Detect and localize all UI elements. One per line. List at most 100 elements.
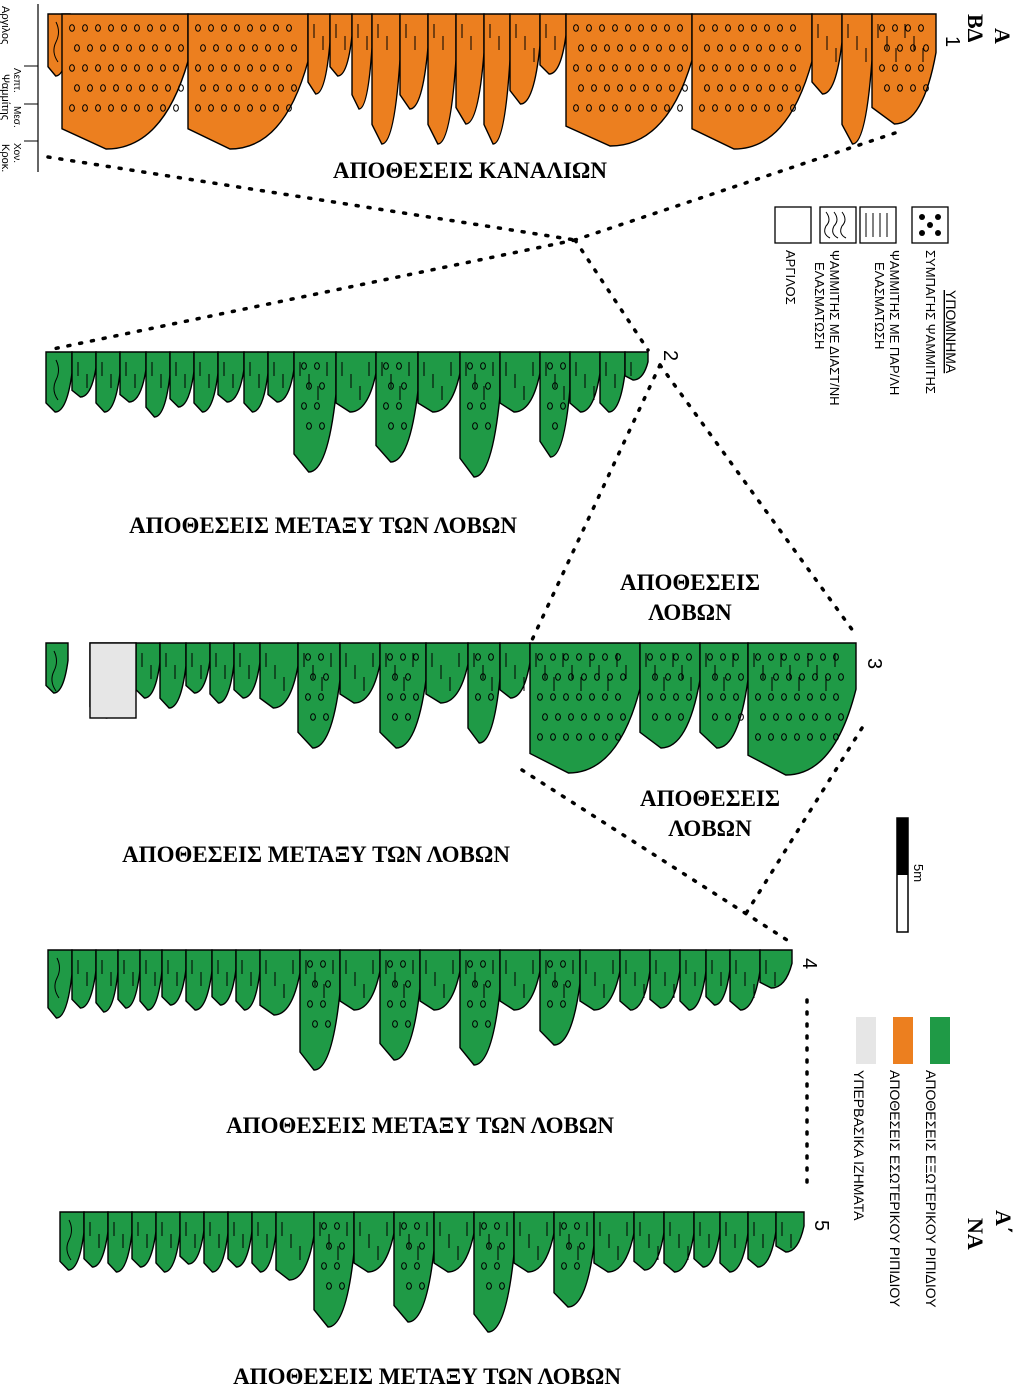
log-2-bed-4 bbox=[119, 351, 147, 403]
log-3-bed-8 bbox=[259, 642, 299, 709]
log-1-bed-8 bbox=[399, 13, 429, 110]
section-start-letter: Α bbox=[990, 28, 1015, 44]
log-5-bed-7 bbox=[203, 1211, 229, 1273]
log-4-bed-10 bbox=[259, 949, 301, 1016]
log-5-bed-4 bbox=[131, 1211, 157, 1268]
log-4-bed-12 bbox=[339, 949, 381, 1011]
log-1 bbox=[47, 13, 937, 150]
log-2-bed-13 bbox=[375, 351, 419, 463]
log-2-bed-6 bbox=[169, 351, 195, 408]
facies-labels: ΑΠΟΘΕΣΕΙΣ ΚΑΝΑΛΙΩΝ ΑΠΟΘΕΣΕΙΣ ΜΕΤΑΞΥ ΤΩΝ … bbox=[122, 158, 780, 1389]
logs-layer bbox=[45, 13, 937, 1333]
grain-label-clay: Αργιλος bbox=[0, 6, 11, 44]
log-1-bed-14 bbox=[565, 13, 693, 147]
log-2-bed-18 bbox=[569, 351, 601, 413]
log-2-bed-11 bbox=[293, 351, 337, 473]
grain-label-conglomerate: Κροκ. bbox=[0, 144, 11, 172]
log-5-bed-8 bbox=[227, 1211, 253, 1268]
log-2-bed-19 bbox=[599, 351, 626, 413]
log-3-bed-10 bbox=[339, 642, 381, 704]
color-swatch-outer-fan bbox=[930, 1017, 950, 1064]
log-1-bed-2 bbox=[61, 13, 189, 150]
log-4-bed-6 bbox=[161, 949, 187, 1006]
log-3 bbox=[45, 642, 857, 776]
section-end-direction: ΝΑ bbox=[963, 1218, 988, 1250]
log-4-bed-16 bbox=[499, 949, 541, 1011]
grain-label-sandstone: Ψαμμίτης bbox=[0, 74, 11, 120]
log-5-bed-14 bbox=[433, 1211, 475, 1273]
log-1-bed-11 bbox=[483, 13, 511, 145]
log-5-bed-20 bbox=[663, 1211, 695, 1273]
scale-bar-label: 5m bbox=[911, 864, 926, 882]
log-5-bed-9 bbox=[251, 1211, 277, 1273]
log-4 bbox=[47, 949, 793, 1071]
log-5 bbox=[59, 1211, 805, 1333]
log-3-bed-4 bbox=[159, 642, 187, 709]
log-2-bed-15 bbox=[459, 351, 501, 478]
log-3-bed-5 bbox=[185, 642, 211, 694]
log-2-bed-12 bbox=[335, 351, 377, 413]
log-3-lobe-label-lower-1: ΑΠΟΘΕΣΕΙΣ bbox=[640, 786, 780, 811]
color-swatch-basin bbox=[856, 1017, 876, 1064]
legend-title: ΥΠΟΜΝΗΜΑ bbox=[943, 290, 959, 374]
log-4-bed-1 bbox=[47, 949, 73, 1019]
color-swatch-inner-fan bbox=[893, 1017, 913, 1064]
log-number-3: 3 bbox=[863, 658, 885, 669]
log-1-label: ΑΠΟΘΕΣΕΙΣ ΚΑΝΑΛΙΩΝ bbox=[333, 158, 607, 183]
log-1-bed-4 bbox=[307, 13, 331, 95]
legend-item-parallel-1: ΨΑΜΜΙΤΗΣ ΜΕ ΠΑΡ/ΛΗ bbox=[887, 250, 902, 395]
legend-item-wavy-1: ΨΑΜΜΙΤΗΣ ΜΕ ΔΙΑΣΤ/ΝΗ bbox=[827, 250, 842, 406]
log-3-bed-9 bbox=[297, 642, 341, 749]
log-4-bed-17 bbox=[539, 949, 581, 1046]
log-number-4: 4 bbox=[798, 958, 820, 969]
log-2-bed-9 bbox=[243, 351, 269, 413]
header: Α ΒΔ Α΄ ΝΑ bbox=[963, 14, 1016, 1250]
log-4-bed-23 bbox=[729, 949, 761, 1011]
legend-item-clay: ΑΡΓΙΛΟΣ bbox=[783, 250, 798, 305]
log-4-bed-19 bbox=[619, 949, 651, 1011]
log-1-bed-12 bbox=[509, 13, 541, 105]
log-5-bed-17 bbox=[553, 1211, 595, 1308]
log-3-bed-15 bbox=[529, 642, 641, 774]
log-2-bed-1 bbox=[45, 351, 73, 413]
legend-item-parallel-2: ΕΛΑΣΜΑΤΩΣΗ bbox=[872, 262, 887, 349]
legend-parallel-swatch bbox=[859, 206, 897, 244]
log-2-bed-2 bbox=[71, 351, 97, 398]
color-legend-outer-fan: ΑΠΟΘΕΣΕΙΣ ΕΞΩΤΕΡΙΚΟΥ ΡΙΠΙΔΙΟΥ bbox=[923, 1070, 939, 1308]
log-4-bed-15 bbox=[459, 949, 501, 1066]
log-4-bed-13 bbox=[379, 949, 421, 1061]
log-4-bed-24 bbox=[759, 949, 793, 989]
log-4-bed-22 bbox=[705, 949, 731, 1006]
log-1-bed-7 bbox=[371, 13, 401, 145]
section-end-letter: Α΄ bbox=[991, 1210, 1016, 1233]
log-3-bed-14 bbox=[499, 642, 531, 699]
log-1-bed-16 bbox=[811, 13, 843, 95]
log-4-bed-7 bbox=[185, 949, 213, 1011]
log-4-bed-9 bbox=[235, 949, 261, 1011]
legend-item-dots: ΣΥΜΠΑΓΗΣ ΨΑΜΜΙΤΗΣ bbox=[923, 250, 938, 394]
log-5-bed-2 bbox=[83, 1211, 109, 1268]
log-4-label: ΑΠΟΘΕΣΕΙΣ ΜΕΤΑΞΥ ΤΩΝ ΛΟΒΩΝ bbox=[226, 1113, 614, 1138]
log-3-bed-13 bbox=[467, 642, 501, 744]
log-5-bed-18 bbox=[593, 1211, 635, 1273]
grain-sublabel-coarse: Χον. bbox=[11, 143, 22, 163]
legend-dots-swatch bbox=[911, 206, 949, 244]
log-2-label: ΑΠΟΘΕΣΕΙΣ ΜΕΤΑΞΥ ΤΩΝ ΛΟΒΩΝ bbox=[129, 513, 517, 538]
log-5-bed-3 bbox=[107, 1211, 133, 1273]
log-1-bed-18 bbox=[871, 13, 937, 125]
legend-wavy-swatch bbox=[819, 206, 857, 244]
log-2-bed-5 bbox=[145, 351, 171, 418]
log-5-bed-12 bbox=[353, 1211, 395, 1273]
log-2-bed-17 bbox=[539, 351, 571, 458]
log-1-bed-15 bbox=[691, 13, 813, 150]
log-3-bed-12 bbox=[425, 642, 469, 704]
log-5-bed-16 bbox=[513, 1211, 555, 1273]
log-2-bed-10 bbox=[267, 351, 295, 403]
log-4-bed-4 bbox=[117, 949, 141, 1009]
log-2-bed-3 bbox=[95, 351, 121, 413]
log-4-bed-18 bbox=[579, 949, 621, 1011]
log-3-bed-3 bbox=[135, 642, 161, 699]
color-legend-inner-fan: ΑΠΟΘΕΣΕΙΣ ΕΣΩΤΕΡΙΚΟΥ ΡΙΠΙΔΙΟΥ bbox=[887, 1070, 903, 1308]
log-2 bbox=[45, 351, 649, 478]
